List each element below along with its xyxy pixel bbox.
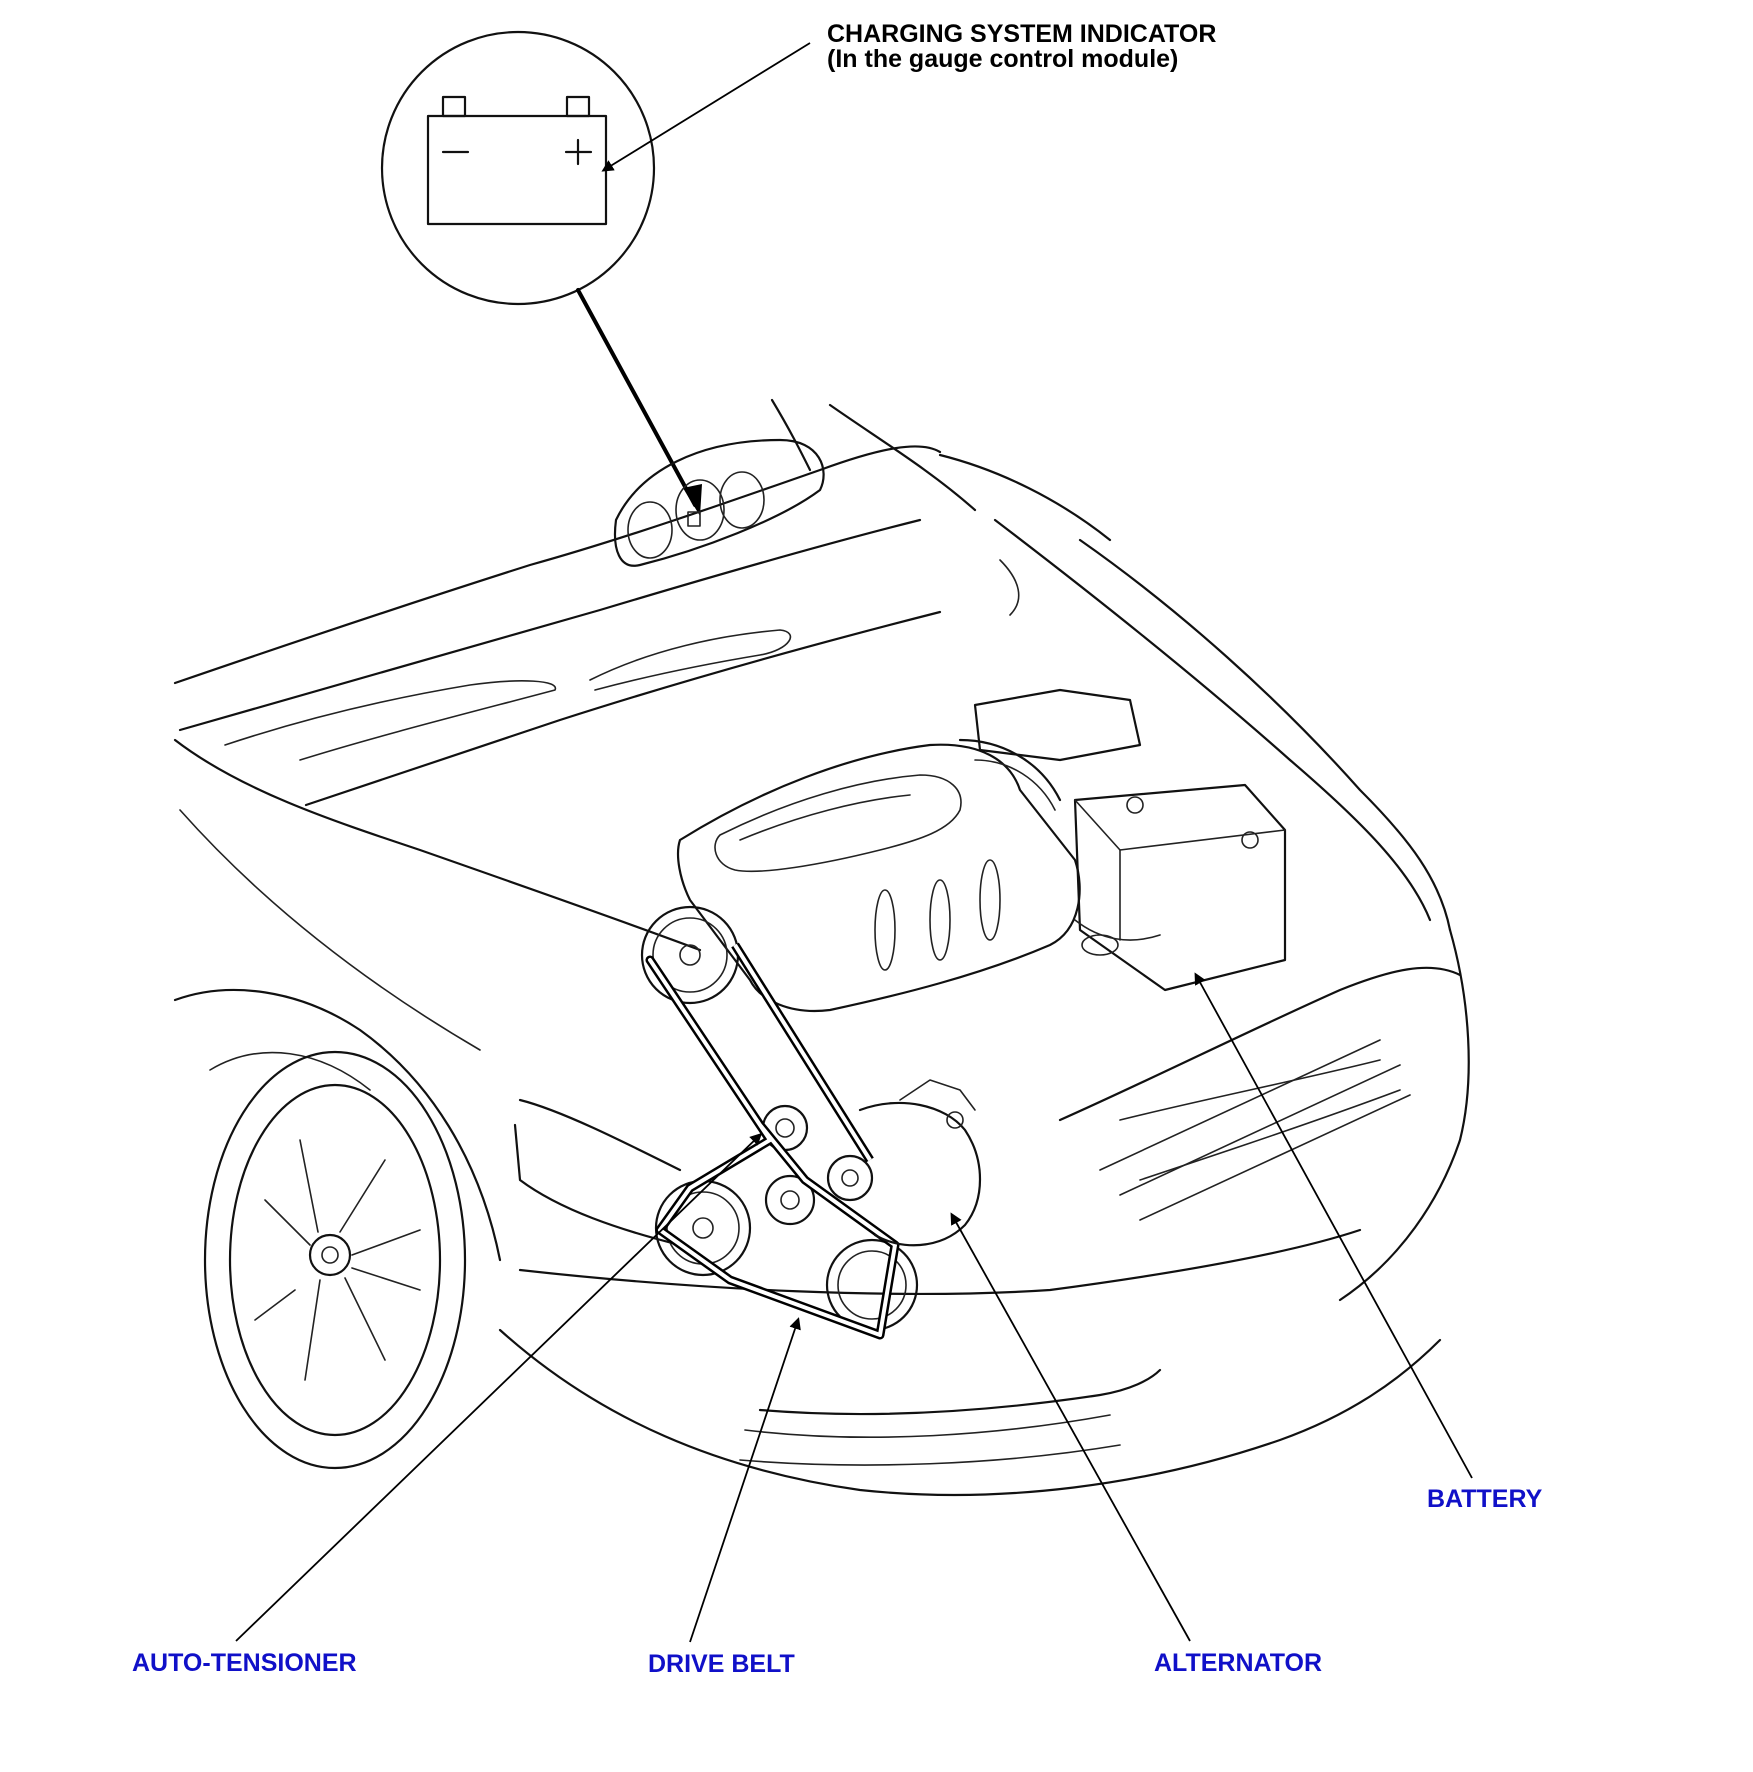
gauge-pointer-arrow <box>576 288 697 507</box>
alternator-label: ALTERNATOR <box>1154 1649 1323 1677</box>
belt-drive <box>640 905 981 1340</box>
auto-tensioner-label: AUTO-TENSIONER <box>132 1649 357 1677</box>
charging-indicator-title: CHARGING SYSTEM INDICATOR (In the gauge … <box>827 22 1216 72</box>
car-body <box>173 398 1470 1496</box>
charging-indicator-callout <box>380 30 811 516</box>
alternator <box>858 1079 981 1247</box>
drive-belt-label: DRIVE BELT <box>648 1650 795 1678</box>
upper-pulley <box>640 905 740 1005</box>
battery-warning-icon <box>426 95 608 226</box>
auto-tensioner-leader-line <box>235 1132 763 1642</box>
title-line-2: (In the gauge control module) <box>827 45 1179 73</box>
indicator-leader-line <box>601 42 811 172</box>
drive-belt-leader-line <box>689 1317 801 1643</box>
battery <box>1073 783 1287 992</box>
alternator-leader-line <box>950 1212 1191 1642</box>
battery-leader-line <box>1194 972 1473 1479</box>
alternator-pulley <box>826 1154 874 1202</box>
leader-lines <box>235 972 1473 1643</box>
idler-pulley <box>764 1174 816 1226</box>
title-line-1: CHARGING SYSTEM INDICATOR <box>827 20 1217 48</box>
battery-label: BATTERY <box>1427 1485 1543 1513</box>
